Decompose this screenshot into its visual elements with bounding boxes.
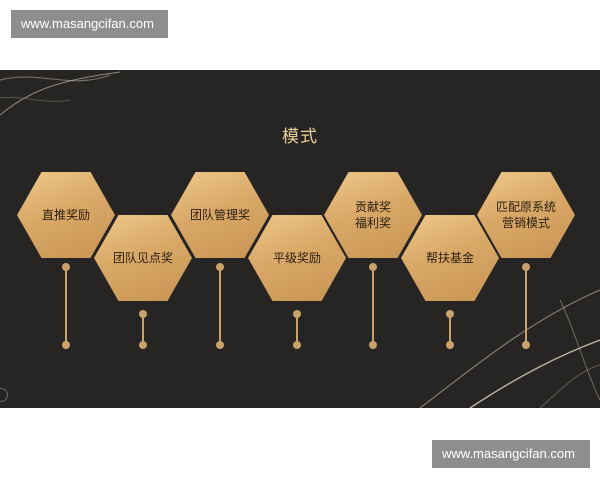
connector-dot	[446, 310, 454, 318]
connector-line	[65, 266, 67, 342]
hex-item-5: 贡献奖 福利奖	[324, 172, 422, 258]
slide: 模式 直推奖励 团队见点奖 团队管理奖 平级奖励 贡献奖 福利奖	[0, 70, 600, 408]
connector-line	[296, 314, 298, 342]
hex-item-6: 帮扶基金	[401, 215, 499, 301]
decorative-light-streaks	[0, 71, 600, 408]
hex-label: 帮扶基金	[425, 251, 474, 265]
connector-dot	[522, 263, 530, 271]
connector-dot	[446, 341, 454, 349]
hex-label: 团队管理奖	[189, 208, 250, 222]
connector-line	[219, 266, 221, 342]
hex-item-4: 平级奖励	[248, 215, 346, 301]
connector-dot	[62, 263, 70, 271]
connector-dot	[62, 341, 70, 349]
connector-line	[449, 314, 451, 342]
connector-dot	[216, 341, 224, 349]
connector-dot	[293, 310, 301, 318]
connector-dot	[369, 263, 377, 271]
connector-line	[525, 266, 527, 342]
connector-dot	[293, 341, 301, 349]
connector-dot	[369, 341, 377, 349]
connector-dot	[522, 341, 530, 349]
hex-label: 贡献奖 福利奖	[354, 200, 391, 230]
connector-dot	[216, 263, 224, 271]
hex-label: 直推奖励	[41, 208, 90, 222]
connector-dot	[139, 310, 147, 318]
watermark-bottom: www.masangcifan.com	[432, 440, 590, 468]
connector-line	[142, 314, 144, 342]
watermark-top: www.masangcifan.com	[11, 10, 168, 38]
connector-line	[372, 266, 374, 342]
slide-title: 模式	[282, 127, 318, 147]
hex-label: 匹配原系统 营销模式	[495, 200, 556, 230]
hex-label: 团队见点奖	[112, 251, 173, 265]
hex-label: 平级奖励	[272, 251, 321, 265]
connector-dot	[139, 341, 147, 349]
